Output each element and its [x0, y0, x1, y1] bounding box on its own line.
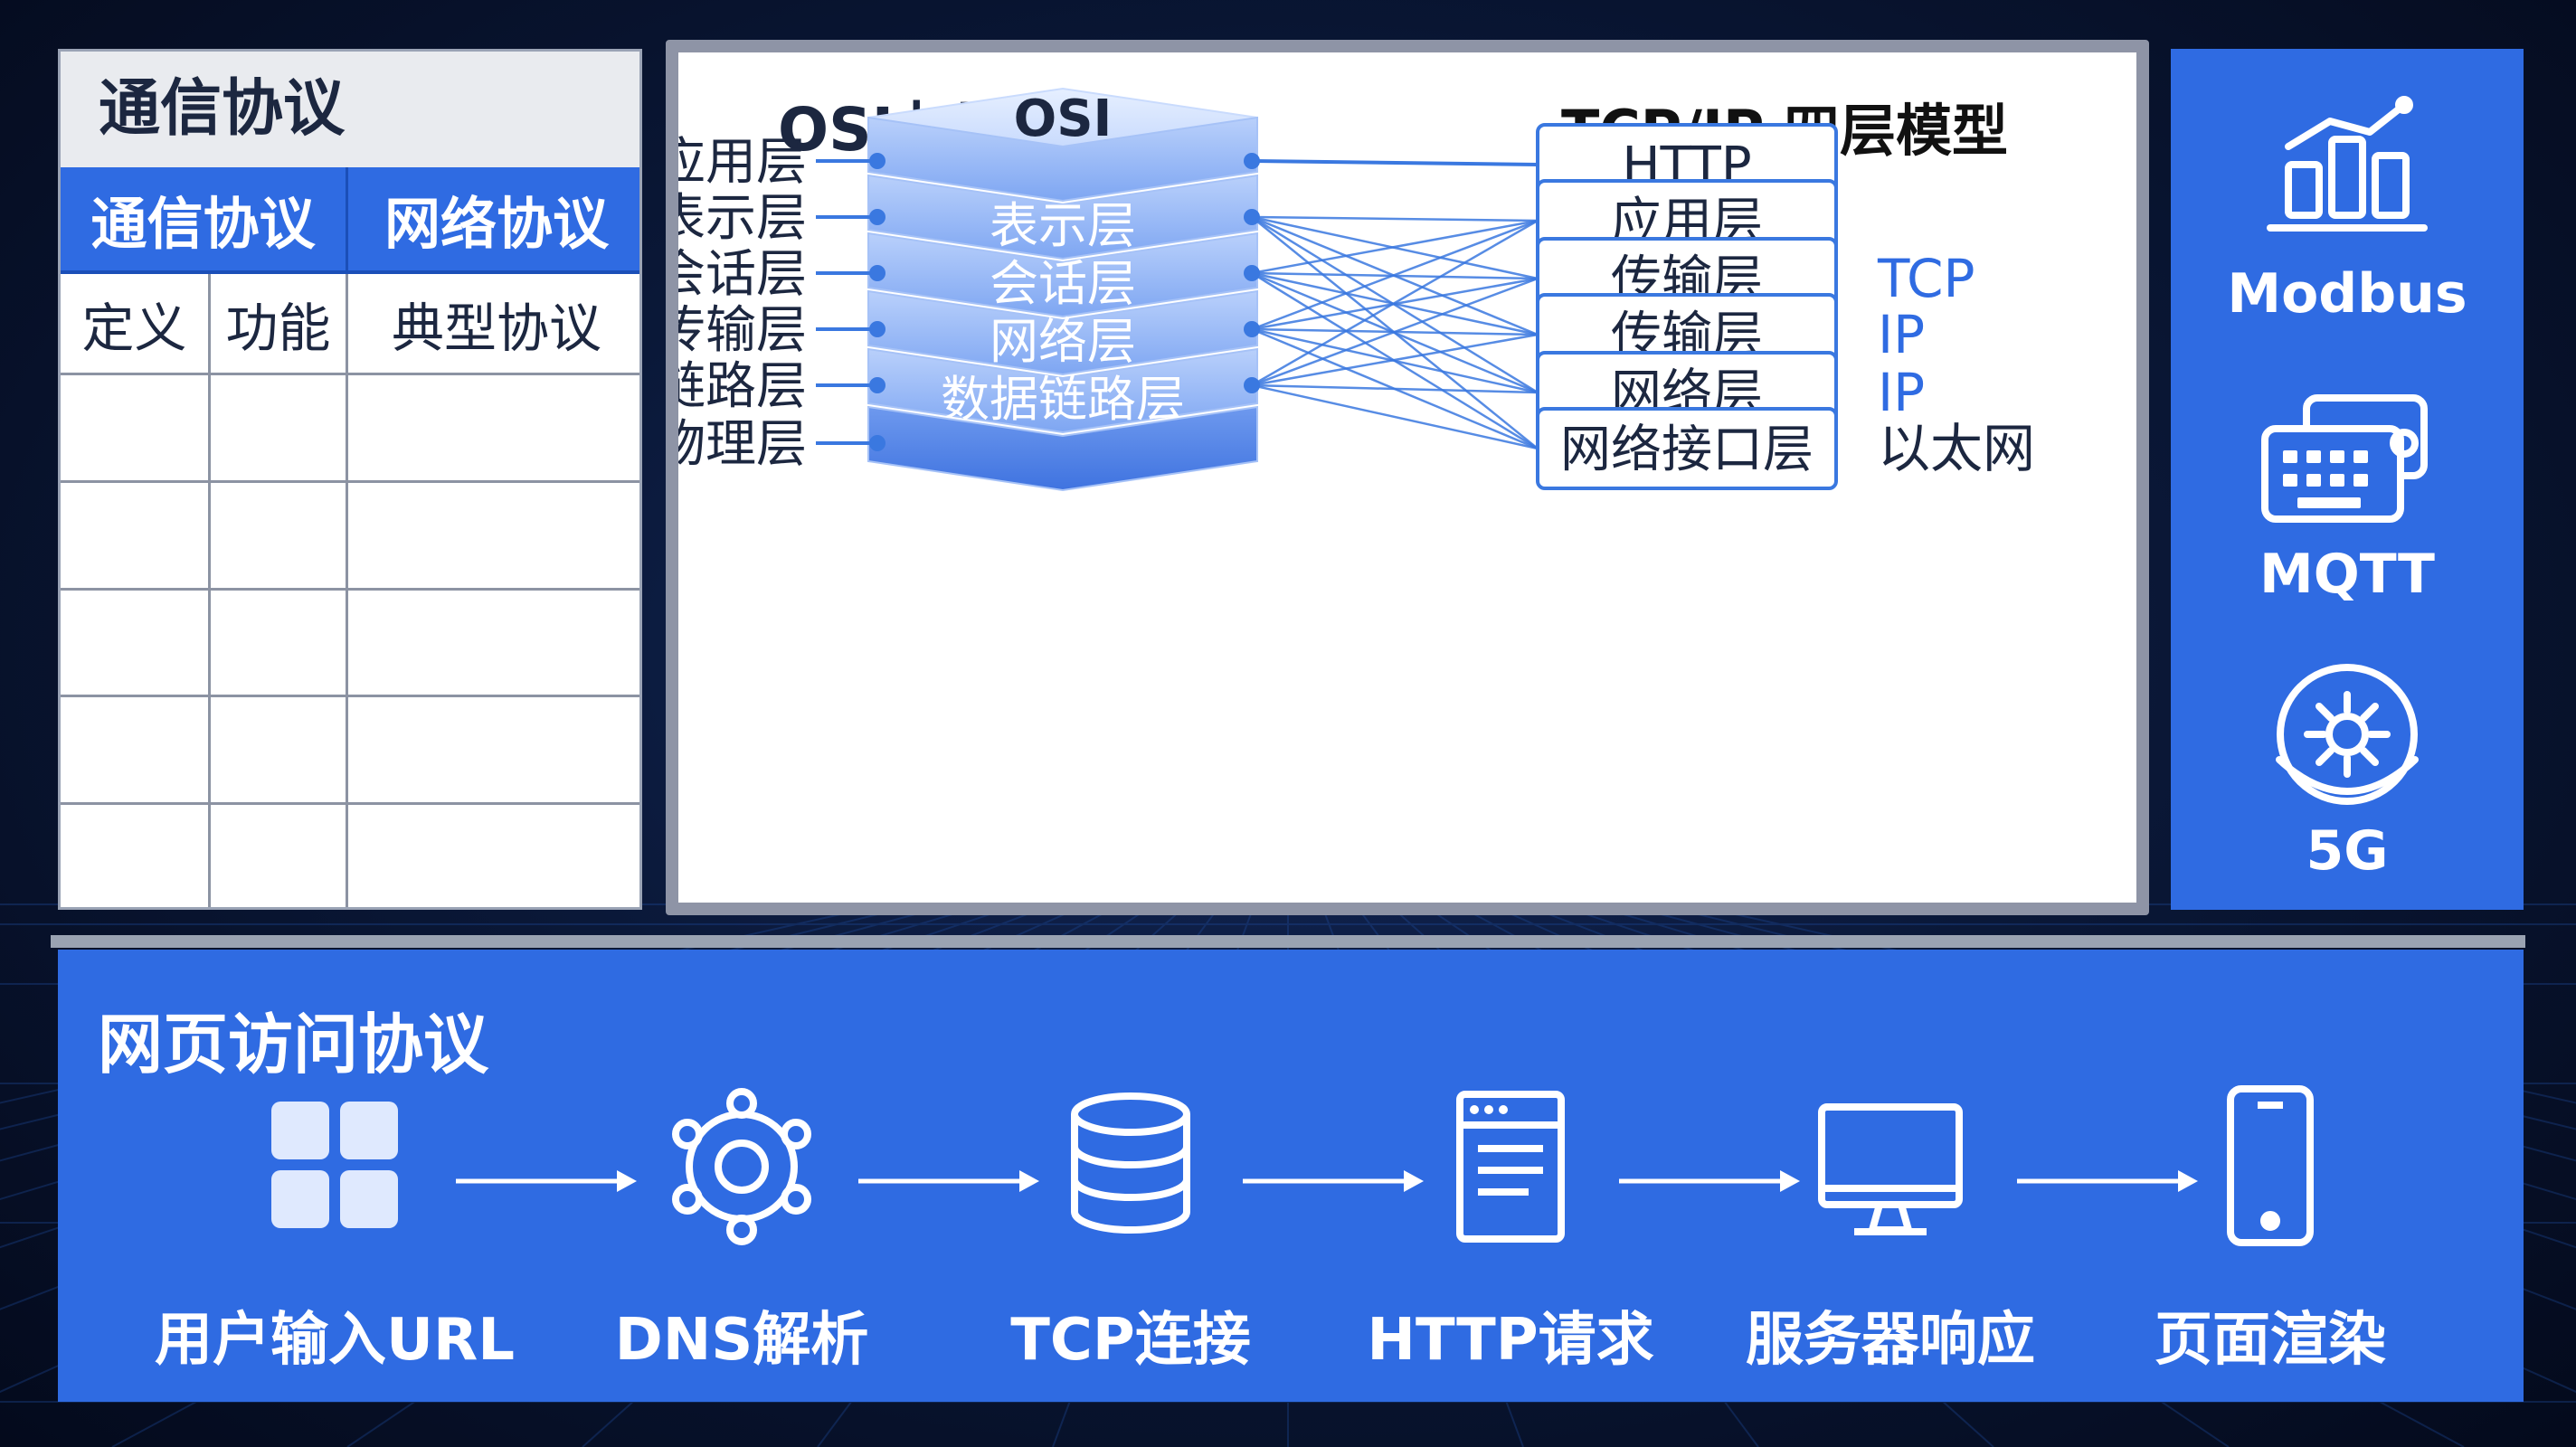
table-cell[interactable] [61, 482, 211, 591]
osi-connector-dot [869, 377, 886, 393]
stack-block: 会话层 [867, 232, 1258, 318]
table-cell[interactable] [61, 805, 211, 907]
osi-connector-dot [869, 435, 886, 451]
osi-connector-dot [869, 265, 886, 281]
table-subheader-typical: 典型协议 [348, 274, 639, 375]
tcpip-protocol-note: IP [1878, 304, 1925, 365]
step-label: 页面渲染 [2155, 1307, 2386, 1374]
5g-label: 5G [2306, 819, 2389, 883]
table-cell[interactable] [348, 483, 639, 591]
step-tcp-connect[interactable]: TCP连接 [950, 1076, 1312, 1375]
stack-layer-label: 表示层 [990, 197, 1136, 254]
mobile-phone-icon [2227, 1085, 2314, 1246]
osi-layer-name: 传输层 [678, 301, 807, 360]
grid-apps-icon [271, 1102, 398, 1228]
stack-connector-dot [1244, 153, 1260, 169]
tcpip-protocol-note: 以太网 [1878, 418, 2035, 479]
web-access-flow-panel: 网页访问协议 用户输入URL DNS解析 [58, 950, 2524, 1402]
5g-item[interactable]: 5G [2171, 819, 2524, 883]
table-cell[interactable] [348, 375, 639, 483]
tcpip-layer-box[interactable]: 网络接口层 [1536, 407, 1838, 490]
stack-layer-label: 会话层 [990, 255, 1136, 312]
layer-connection-lines [1244, 153, 1539, 450]
table-subheader-function: 功能 [211, 274, 348, 375]
flow-arrow [858, 1170, 1039, 1192]
modbus-label: Modbus [2227, 262, 2467, 326]
database-icon [1071, 1092, 1190, 1234]
stack-layer-label: 网络层 [990, 313, 1136, 370]
stack-block [867, 116, 1258, 203]
iot-protocols-panel: Modbus MQTT 5G [2171, 49, 2524, 910]
protocol-table-panel: 通信协议 通信协议 网络协议 定义 功能 典型协议 [58, 49, 642, 910]
step-label: DNS解析 [614, 1307, 869, 1374]
section-divider [51, 935, 2525, 948]
table-cell[interactable] [211, 805, 348, 907]
table-cell[interactable] [348, 697, 639, 806]
network-globe-icon [2276, 664, 2419, 805]
stack-connector-dot [1244, 321, 1260, 337]
step-label: 用户输入URL [154, 1307, 516, 1374]
step-label: HTTP请求 [1367, 1307, 1654, 1374]
osi-layer-name: 物理层 [678, 415, 807, 474]
monitor-icon [1818, 1103, 1963, 1235]
mqtt-label: MQTT [2259, 543, 2435, 606]
stack-block: 网络层 [867, 289, 1258, 376]
table-header-communication: 通信协议 [61, 167, 348, 274]
bar-chart-icon [2267, 96, 2428, 232]
dns-node-icon [672, 1088, 811, 1245]
table-cell[interactable] [211, 375, 348, 483]
tcpip-box-label: 网络接口层 [1560, 421, 1814, 479]
table-header-network: 网络协议 [348, 167, 639, 274]
flow-arrow [1619, 1170, 1800, 1192]
stack-connector-dot [1244, 377, 1260, 393]
mqtt-item[interactable]: MQTT [2171, 543, 2524, 606]
table-cell[interactable] [61, 697, 211, 806]
table-cell[interactable] [211, 697, 348, 806]
table-subheader-definition: 定义 [61, 274, 211, 375]
tcpip-protocol-note: IP [1878, 362, 1925, 423]
table-cell[interactable] [348, 591, 639, 698]
flow-arrow [456, 1170, 637, 1192]
osi-connector-dot [869, 153, 886, 169]
flow-arrow [2017, 1170, 2198, 1192]
protocol-table: 通信协议 网络协议 定义 功能 典型协议 [61, 167, 639, 907]
osi-layer-name: 应用层 [678, 133, 807, 192]
modbus-item[interactable]: Modbus [2171, 262, 2524, 326]
step-server-response[interactable]: 服务器响应 [1709, 1076, 2071, 1375]
stack-connector-dot [1244, 265, 1260, 281]
step-dns-resolve[interactable]: DNS解析 [561, 1076, 923, 1375]
table-panel-title: 通信协议 [61, 52, 639, 167]
web-access-title: 网页访问协议 [98, 1007, 489, 1083]
table-cell[interactable] [211, 482, 348, 591]
stack-top-label: OSI [1014, 90, 1113, 148]
flow-arrow [1243, 1170, 1424, 1192]
osi-layer-name: 数据链路层 [678, 357, 807, 416]
step-label: TCP连接 [1010, 1307, 1251, 1374]
tcpip-protocol-note: TCP [1877, 248, 1975, 309]
step-http-request[interactable]: HTTP请求 [1330, 1076, 1691, 1375]
osi-layer-labels: 应用层表示层会话层传输层数据链路层物理层 [678, 133, 886, 474]
table-cell[interactable] [348, 805, 639, 907]
stack-connector-dot [1244, 209, 1260, 225]
osi-layer-name: 表示层 [678, 189, 807, 248]
stack-block: 表示层 [867, 174, 1258, 260]
stack-block [867, 405, 1258, 492]
step-user-input-url[interactable]: 用户输入URL [154, 1076, 516, 1375]
keyboard-devices-icon [2261, 394, 2428, 523]
document-icon [1456, 1091, 1565, 1243]
osi-layer-name: 会话层 [678, 245, 807, 304]
stack-block: 数据链路层 [867, 347, 1258, 434]
step-page-render[interactable]: 页面渲染 [2089, 1076, 2451, 1375]
stack-layer-label: 数据链路层 [941, 371, 1185, 428]
table-cell[interactable] [61, 590, 211, 698]
osi-connector-dot [869, 321, 886, 337]
step-label: 服务器响应 [1746, 1307, 2035, 1374]
table-cell[interactable] [61, 375, 211, 483]
osi-connector-dot [869, 209, 886, 225]
table-cell[interactable] [211, 590, 348, 698]
